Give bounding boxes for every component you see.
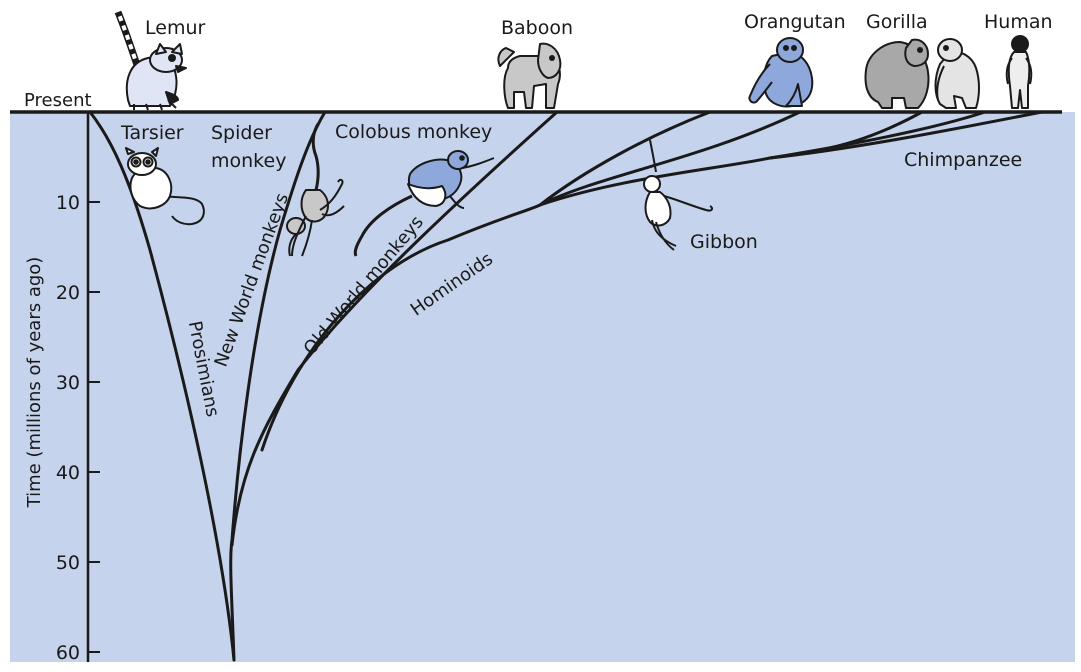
- axis-tick-label: 50: [56, 552, 80, 574]
- chimpanzee-icon: [934, 38, 980, 109]
- label-orangutan: Orangutan: [744, 11, 846, 33]
- colobus-monkey-icon: [353, 150, 495, 257]
- label-chimpanzee: Chimpanzee: [904, 149, 1022, 171]
- orangutan-icon: [748, 37, 814, 108]
- label-spider-monkey-line1: Spider: [211, 122, 272, 144]
- label-baboon: Baboon: [501, 17, 573, 39]
- spider-monkey-icon: [286, 123, 345, 257]
- label-tarsier: Tarsier: [120, 122, 184, 144]
- axis-tick-label: 10: [56, 192, 80, 214]
- lineage-curves: [88, 110, 1044, 662]
- gibbon-branch: [538, 110, 712, 207]
- label-gibbon: Gibbon: [690, 231, 758, 253]
- axis-tick-label: 40: [56, 462, 80, 484]
- hominoid-stem: [260, 203, 542, 452]
- axis-tick-label: 30: [56, 372, 80, 394]
- axis-tick-label: 60: [56, 642, 80, 664]
- label-gorilla: Gorilla: [866, 11, 928, 33]
- prosimian-branch: [88, 110, 236, 662]
- gibbon-icon: [643, 139, 714, 251]
- axis-tick-label: 20: [56, 282, 80, 304]
- human-branch: [768, 110, 1044, 160]
- baboon-icon: [497, 42, 562, 109]
- label-spider-monkey-line2: monkey: [211, 150, 286, 172]
- label-lemur: Lemur: [145, 17, 205, 39]
- gorilla-icon: [864, 38, 930, 109]
- gorilla-branch: [538, 110, 924, 207]
- new-world-monkey-branch: [229, 110, 327, 662]
- lemur-icon: [114, 10, 187, 111]
- time-axis: 10 20 30 40 50 60 Time (millions of year…: [24, 112, 100, 664]
- human-icon: [1005, 35, 1033, 109]
- axis-title: Time (millions of years ago): [24, 257, 45, 509]
- old-world-monkey-branch: [230, 110, 559, 547]
- label-colobus-monkey: Colobus monkey: [335, 121, 492, 143]
- label-human: Human: [984, 11, 1053, 33]
- present-label: Present: [24, 90, 92, 111]
- tarsier-icon: [125, 147, 205, 226]
